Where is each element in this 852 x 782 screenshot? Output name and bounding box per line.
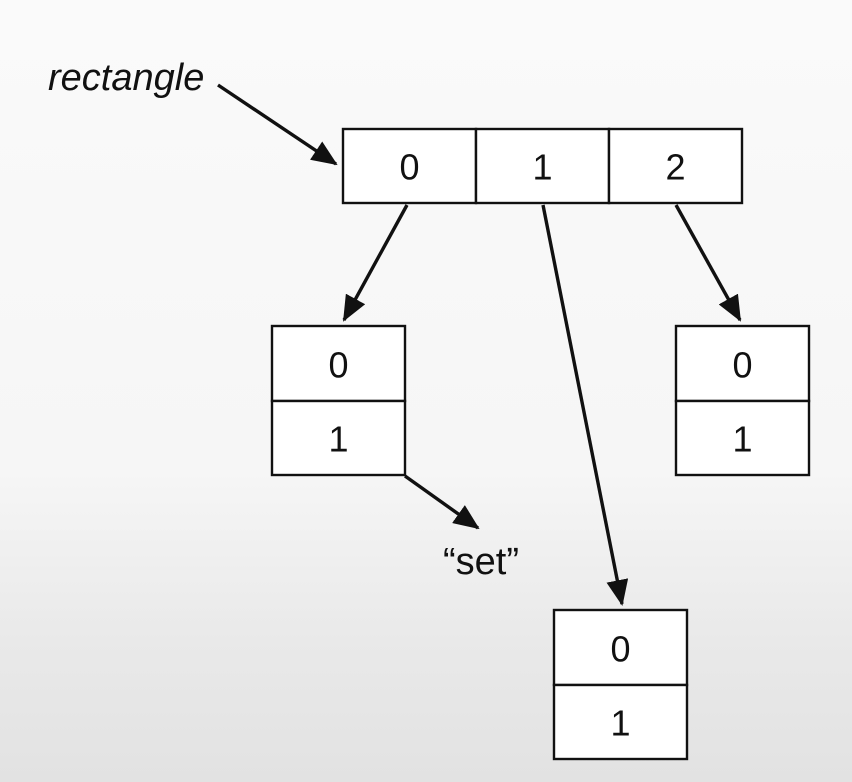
inner-array-right-cell-1 (674, 399, 811, 477)
variable-label-rectangle: rectangle (48, 57, 204, 99)
inner-array-bottom-index-1: 1 (610, 703, 630, 744)
inner-array-bottom: 0 1 (552, 608, 689, 761)
outer-array-cell-1 (474, 127, 611, 205)
arrow-cell-0-to-inner-array-left (342, 204, 409, 322)
arrow-rectangle-to-array (217, 83, 338, 166)
inner-array-right: 0 1 (674, 324, 811, 477)
inner-array-bottom-cell-1 (552, 683, 689, 761)
inner-array-left-index-0: 0 (328, 345, 348, 386)
inner-array-right-index-0: 0 (732, 345, 752, 386)
outer-array-index-1: 1 (532, 147, 552, 188)
inner-array-bottom-cell-0 (552, 608, 689, 687)
inner-array-right-cell-0 (674, 324, 811, 403)
string-value-label: “set” (443, 541, 519, 583)
outer-array-index-0: 0 (399, 147, 419, 188)
inner-array-left: 0 1 (270, 324, 407, 477)
inner-array-right-index-1: 1 (732, 419, 752, 460)
outer-array: 0 1 2 (341, 127, 744, 205)
arrow-cell-1-to-inner-array-bottom (541, 204, 629, 606)
inner-array-left-index-1: 1 (328, 419, 348, 460)
arrow-left-cell-1-to-string (404, 474, 480, 530)
inner-array-left-cell-1 (270, 399, 407, 477)
outer-array-cell-2 (607, 127, 744, 205)
arrow-cell-2-to-inner-array-right (674, 204, 742, 322)
inner-array-left-cell-0 (270, 324, 407, 403)
inner-array-bottom-index-0: 0 (610, 629, 630, 670)
outer-array-index-2: 2 (665, 147, 685, 188)
outer-array-cell-0 (341, 127, 478, 205)
